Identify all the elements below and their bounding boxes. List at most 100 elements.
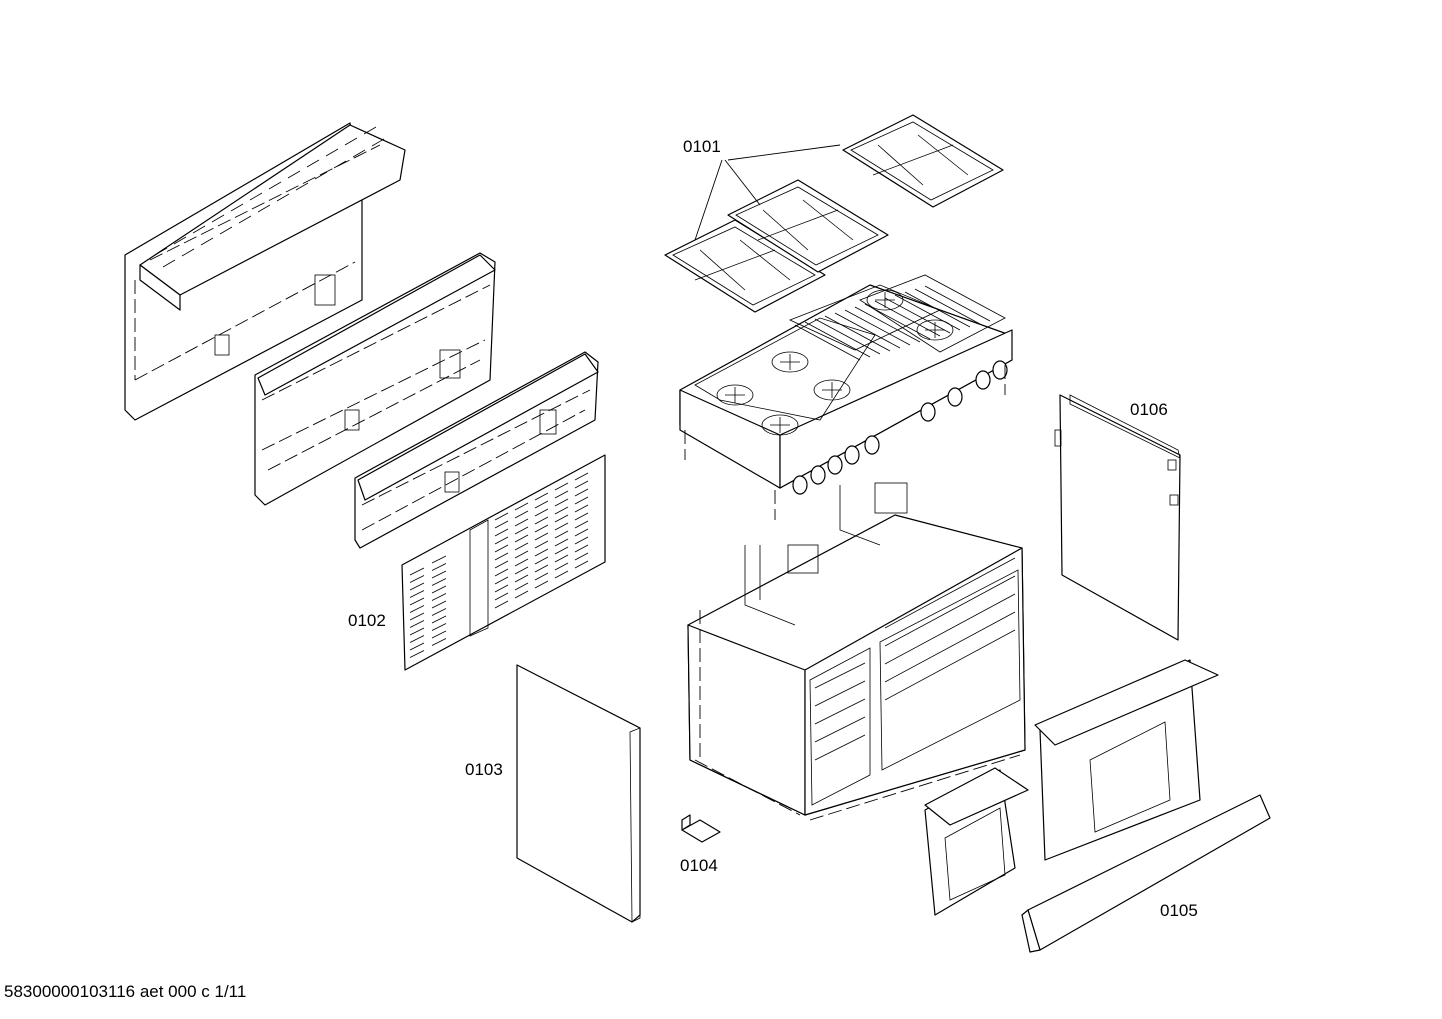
panel-slot (494, 568, 509, 577)
callout-0104: 0104 (680, 856, 718, 875)
panel-slot (534, 500, 549, 509)
control-knob (992, 360, 1008, 380)
panel-slot (554, 482, 569, 491)
mounting-bracket (681, 814, 721, 843)
panel-slot (409, 620, 425, 628)
panel-slot (431, 630, 447, 639)
panel-slot (574, 496, 589, 505)
panel-slot (514, 510, 529, 519)
callout-leaders (694, 144, 841, 241)
panel-slot (574, 520, 589, 529)
panel-slot (514, 542, 529, 551)
shelf-slot (295, 182, 309, 191)
panel-slot (534, 516, 549, 525)
large-oven-door (1034, 659, 1219, 861)
shelf-slot (192, 225, 206, 234)
panel-slot (409, 597, 425, 606)
oven-racks (814, 557, 1016, 761)
panel-slot (431, 570, 447, 579)
shelf-slot (181, 248, 195, 257)
panel-slot (431, 563, 447, 571)
panel-slot (574, 512, 589, 521)
shelf-slot (238, 215, 252, 224)
panel-slot (534, 508, 549, 517)
panel-slot (494, 600, 509, 609)
panel-slot (409, 567, 425, 576)
panel-slot (574, 480, 589, 489)
callout-0105: 0105 (1160, 901, 1198, 920)
shelf-slot (249, 192, 263, 201)
panel-slot (554, 562, 569, 571)
callout-0106: 0106 (1130, 400, 1168, 419)
shelf-slot (154, 247, 168, 256)
panel-slot (431, 600, 447, 609)
panel-slot (534, 492, 549, 501)
control-knob (947, 387, 963, 407)
panel-slot (409, 627, 425, 636)
panel-slot (409, 612, 425, 621)
panel-slot (534, 556, 549, 565)
panel-slot (514, 566, 529, 575)
panel-slot (409, 642, 425, 651)
panel-slot (494, 536, 509, 545)
panel-slot (534, 580, 549, 589)
burner-head (761, 414, 799, 436)
panel-slot (494, 512, 509, 521)
burner-head (813, 379, 851, 401)
panel-slot (409, 650, 425, 658)
panel-slot (554, 570, 569, 579)
control-knob (920, 402, 936, 422)
panel-slot (554, 530, 569, 539)
panel-slot (494, 520, 509, 529)
shelf-slot (162, 259, 176, 268)
burner-grates (664, 114, 1004, 313)
panel-slot (494, 592, 509, 601)
panel-slot (574, 504, 589, 513)
panel-slot (514, 574, 529, 583)
panel-slot (409, 605, 425, 613)
panel-slot (514, 502, 529, 511)
shelf-slot (211, 214, 225, 223)
panel-slot (554, 538, 569, 547)
panel-slot (574, 528, 589, 537)
panel-slot (431, 623, 447, 631)
panel-slot (534, 548, 549, 557)
panel-slot (514, 550, 529, 559)
panel-slot (431, 615, 447, 624)
shelf-slot (219, 226, 233, 235)
burner-grate (842, 114, 1004, 208)
burner-grate (664, 219, 826, 313)
control-knob (810, 465, 826, 485)
shelf-slot (371, 138, 385, 147)
control-knob (827, 455, 843, 475)
panel-slot (514, 582, 529, 591)
side-panel-left (516, 664, 641, 923)
low-shelf-backguard (254, 252, 496, 506)
shelf-slot (363, 126, 377, 135)
callout-0102: 0102 (348, 611, 386, 630)
panel-slot (574, 536, 589, 545)
panel-slot (534, 532, 549, 541)
panel-slot (494, 584, 509, 593)
small-oven-door (924, 767, 1029, 916)
panel-slot (554, 522, 569, 531)
panel-slot (409, 582, 425, 591)
panel-slot (534, 572, 549, 581)
panel-slot (494, 560, 509, 569)
vented-side-panel (401, 454, 606, 671)
panel-slot (494, 544, 509, 553)
shelf-slot (333, 160, 347, 169)
panel-slot (574, 472, 589, 481)
shelf-slot (257, 204, 271, 213)
panel-slot (431, 638, 447, 646)
panel-slot (574, 560, 589, 569)
panel-slot (534, 540, 549, 549)
callout-0101: 0101 (683, 137, 721, 156)
callout-0103: 0103 (465, 760, 503, 779)
burner-grate (727, 179, 889, 273)
drawing-number-footer: 58300000103116 aet 000 c 1/11 (4, 982, 247, 1001)
panel-slot (409, 575, 425, 583)
panel-slot (554, 554, 569, 563)
burner-head (866, 289, 904, 311)
